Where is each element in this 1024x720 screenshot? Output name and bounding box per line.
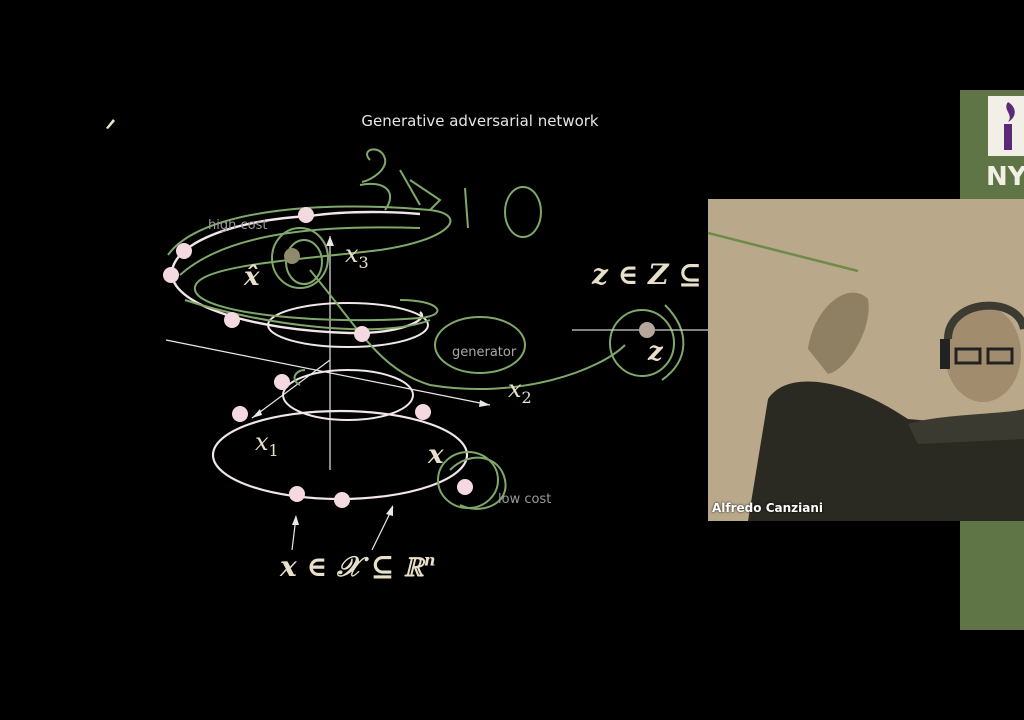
z-point [639,322,655,338]
presenter-video-tile[interactable]: Alfredo Canziani [708,199,1024,521]
manifold-ring-middle [282,369,414,421]
math-z: z [648,337,663,367]
label-high-cost: high cost [208,218,268,233]
x-hat-point [284,248,300,264]
math-x3: x3 [345,240,369,272]
slide-title: Generative adversarial network [361,112,599,130]
participant-name-label: Alfredo Canziani [712,501,823,515]
axis-x2-arrow [165,339,491,406]
math-x1: x1 [255,428,279,460]
pen-cursor-icon [106,119,115,129]
math-x2: x2 [508,375,532,407]
math-x-bold: x [428,440,444,470]
presenter-video-feed [708,199,1024,521]
label-low-cost: low cost [498,492,552,507]
manifold-points [163,207,473,508]
math-x-set: x ∈ 𝒳 ⊆ ℝn [280,550,436,583]
math-x-hat: x̂ [244,262,260,292]
axis-x1-arrow [251,359,331,419]
logo-text: NY [986,162,1024,192]
label-generator: generator [452,345,517,360]
torch-logo-icon [988,96,1024,156]
math-z-set: z ∈ Z ⊆ [592,258,702,291]
handwritten-annotations [167,148,685,510]
